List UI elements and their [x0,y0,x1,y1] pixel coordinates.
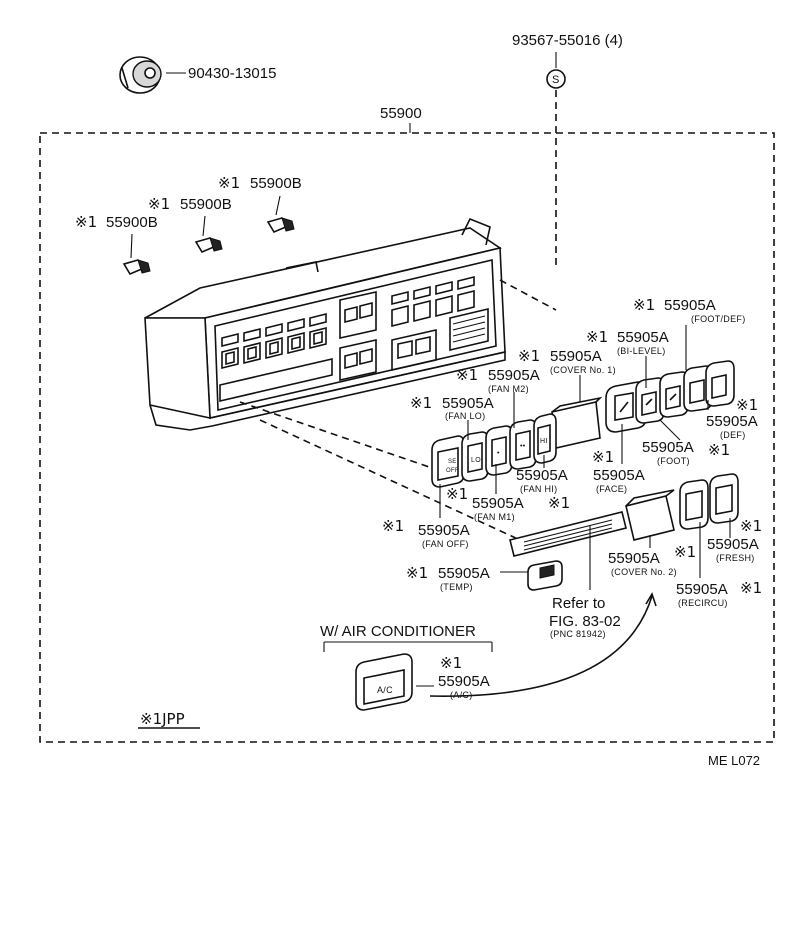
svg-text:55905A: 55905A [707,536,759,553]
svg-text:55905A: 55905A [472,495,524,512]
svg-text:※1: ※1 [592,448,614,466]
svg-text:55905A: 55905A [438,565,490,582]
svg-text:※1: ※1 [382,517,404,535]
svg-text:(FAN M2): (FAN M2) [488,384,529,394]
bulb-3-number: 55900B [106,214,158,231]
svg-text:(COVER No. 2): (COVER No. 2) [611,567,677,577]
bulb-1 [266,217,295,234]
svg-text:HI: HI [540,438,548,445]
svg-text:55905A: 55905A [608,550,660,567]
svg-text:55905A: 55905A [676,581,728,598]
svg-text:FIG. 83-02: FIG. 83-02 [549,613,621,630]
svg-text:(BI-LEVEL): (BI-LEVEL) [617,346,666,356]
svg-text:55905A: 55905A [706,413,758,430]
svg-text:(FAN HI): (FAN HI) [520,484,557,494]
svg-text:OFF: OFF [446,468,459,474]
clip-part [119,56,162,94]
svg-text:55905A: 55905A [418,522,470,539]
svg-text:(COVER No. 1): (COVER No. 1) [550,365,616,375]
svg-text:※1: ※1 [456,366,478,384]
svg-text:※1: ※1 [440,654,462,672]
svg-text:•: • [497,450,500,457]
screw-symbol-circle [546,69,566,89]
svg-text:55905A: 55905A [664,297,716,314]
svg-text:55905A: 55905A [550,348,602,365]
svg-text:••: •• [520,443,526,450]
leader-lines [138,325,731,729]
cover-1 [551,401,601,449]
svg-text:(FRESH): (FRESH) [716,553,755,563]
svg-text:SE: SE [448,459,457,465]
jpp-note: ※1JPP [140,710,185,728]
svg-text:※1: ※1 [736,396,758,414]
svg-text:(FOOT): (FOOT) [657,456,690,466]
svg-text:(PNC 81942): (PNC 81942) [550,629,606,639]
svg-text:55905A: 55905A [442,395,494,412]
guide-right [499,279,557,311]
svg-text:55905A: 55905A [438,673,490,690]
svg-text:55905A: 55905A [488,367,540,384]
svg-text:(FACE): (FACE) [596,484,627,494]
cover-2 [625,495,675,541]
ac-button: A/C [355,653,413,711]
svg-text:(FAN LO): (FAN LO) [445,411,485,421]
bulb-3-mark: ※1 [75,213,97,231]
reference-code: ME L072 [708,753,760,768]
svg-text:※1: ※1 [740,517,762,535]
svg-text:※1: ※1 [410,394,432,412]
svg-text:55905A: 55905A [642,439,694,456]
svg-text:※1: ※1 [446,485,468,503]
svg-text:A/C: A/C [377,685,393,695]
svg-text:※1: ※1 [740,579,762,597]
svg-text:LO: LO [471,457,481,464]
bulb-2-number: 55900B [180,196,232,213]
bulb-1-mark: ※1 [218,174,240,192]
svg-text:※1: ※1 [518,347,540,365]
temp-slider-bar [509,511,627,557]
svg-text:(DEF): (DEF) [720,430,746,440]
fan-buttons-cluster: SE OFF LO • •• HI [431,413,557,488]
control-panel-housing [144,217,506,431]
svg-text:※1: ※1 [708,441,730,459]
svg-text:(A/C): (A/C) [450,690,473,700]
ac-arrow [429,595,653,697]
svg-text:※1: ※1 [633,296,655,314]
bulb-3 [122,259,151,276]
screw-part-number: 93567-55016 (4) [512,32,623,49]
svg-text:※1: ※1 [548,494,570,512]
svg-text:※1: ※1 [406,564,428,582]
clip-part-number: 90430-13015 [188,65,276,82]
mode-buttons-cluster [605,360,735,433]
assembly-number: 55900 [380,105,422,122]
screw-symbol-text: S [552,74,560,86]
svg-text:※1: ※1 [586,328,608,346]
bulb-2 [194,237,223,254]
svg-text:55905A: 55905A [516,467,568,484]
air-source-buttons [679,473,739,530]
svg-text:(FAN OFF): (FAN OFF) [422,539,469,549]
ac-group-label: W/ AIR CONDITIONER [320,623,476,640]
bulb-1-number: 55900B [250,175,302,192]
svg-text:(FOOT/DEF): (FOOT/DEF) [691,314,746,324]
bulb-2-mark: ※1 [148,195,170,213]
svg-text:(TEMP): (TEMP) [440,582,473,592]
assembly-boundary [39,132,775,743]
svg-text:(RECIRCU): (RECIRCU) [678,598,728,608]
svg-text:55905A: 55905A [593,467,645,484]
svg-text:※1: ※1 [674,543,696,561]
svg-text:55905A: 55905A [617,329,669,346]
svg-text:(FAN M1): (FAN M1) [474,512,515,522]
svg-text:Refer to: Refer to [552,595,605,612]
guide-fan [239,401,433,469]
